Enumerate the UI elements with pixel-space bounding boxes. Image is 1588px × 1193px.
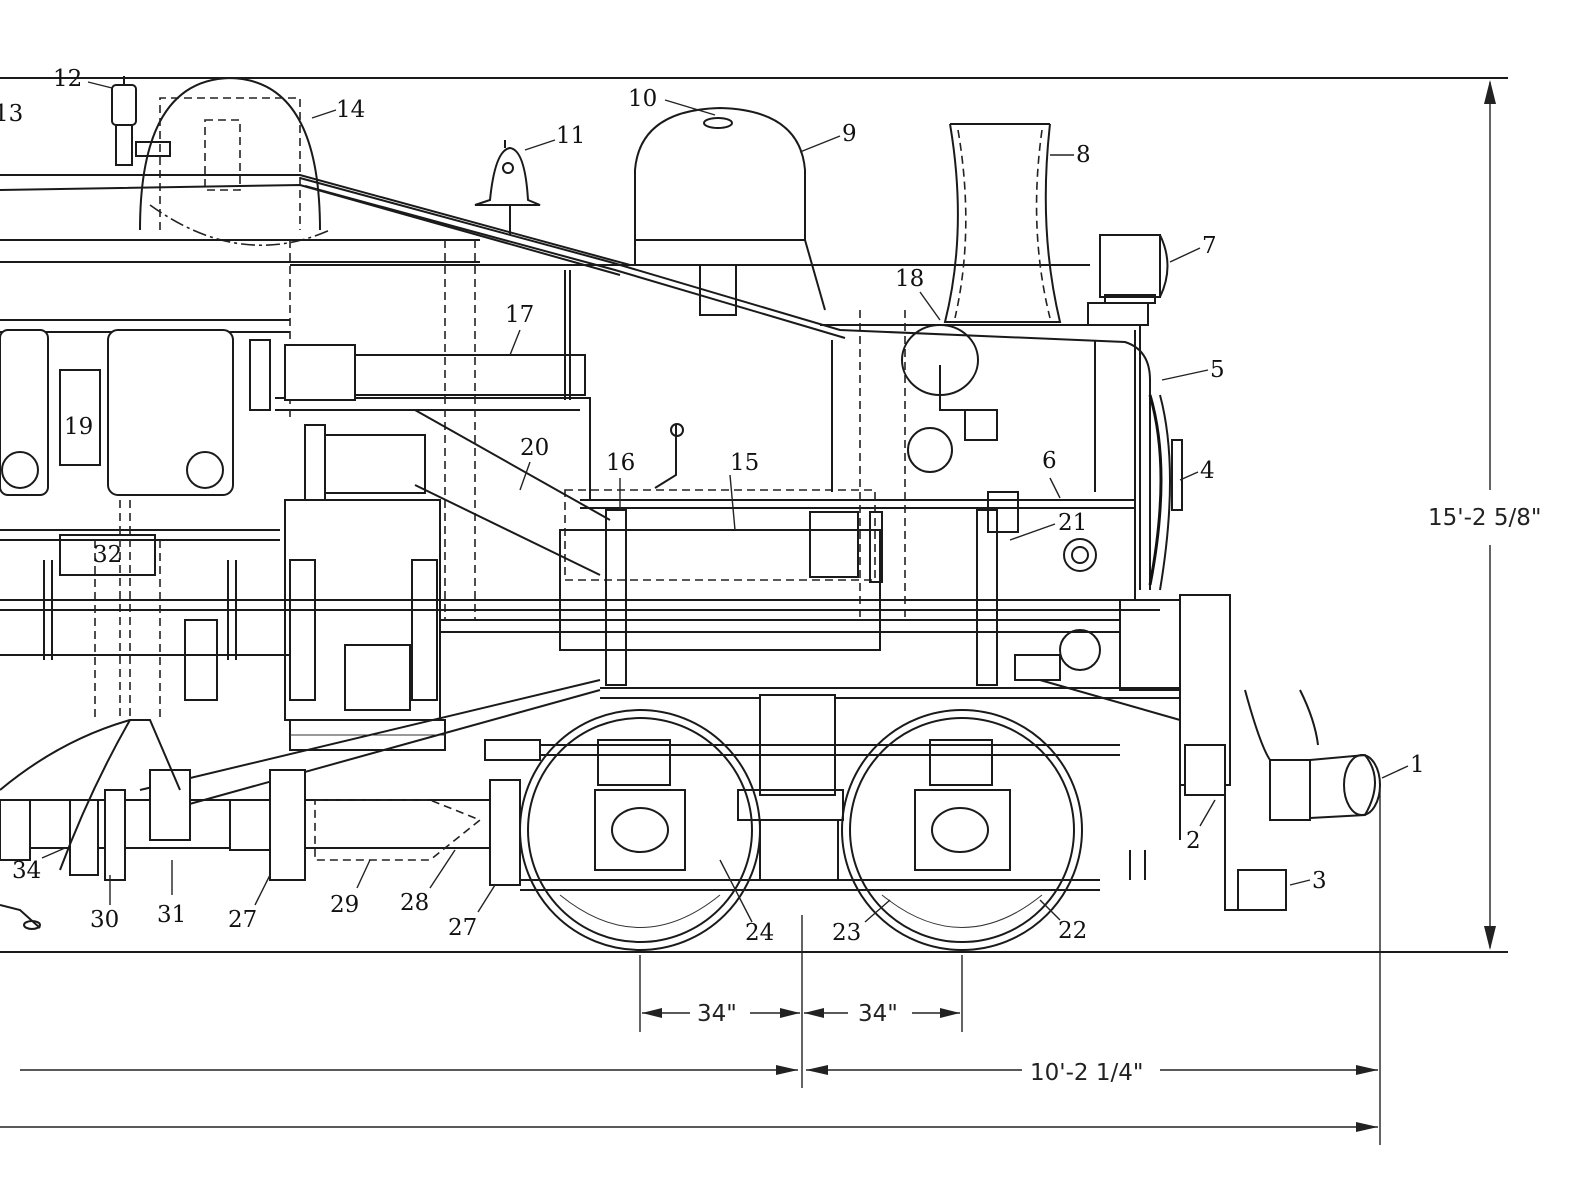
fittings — [605, 324, 1019, 686]
callout-8: 8 — [1076, 142, 1091, 168]
smokestack — [943, 123, 1062, 323]
exhaust-pipe — [304, 409, 611, 576]
callout-20: 20 — [520, 435, 549, 461]
callout-7: 7 — [1202, 233, 1217, 259]
callout-1: 1 — [1410, 752, 1425, 778]
callout-23: 23 — [832, 920, 861, 946]
callout-16: 16 — [606, 450, 635, 476]
height-dimension: 15'-2 5/8" — [1428, 80, 1541, 953]
brake-rigging — [0, 679, 601, 930]
pilot-truck — [1014, 538, 1381, 911]
callout-18: 18 — [895, 266, 924, 292]
locomotive-frame — [0, 500, 1180, 720]
overhang-dimension: 10'-2 1/4" — [0, 790, 1381, 1145]
callout-15: 15 — [730, 450, 759, 476]
callout-14: 14 — [336, 97, 365, 123]
callout-29: 29 — [330, 892, 359, 918]
front-overhang-label: 10'-2 1/4" — [1030, 1060, 1143, 1086]
callout-27b: 27 — [448, 915, 477, 941]
sand-dome — [139, 76, 331, 246]
headlight — [1087, 234, 1169, 326]
callout-leaders — [41, 81, 1409, 923]
callout-12: 12 — [53, 66, 82, 92]
smokebox — [1134, 330, 1183, 600]
boiler — [0, 174, 1151, 651]
callout-21: 21 — [1058, 510, 1087, 536]
frame-lines — [0, 77, 1508, 953]
axle-right-label: 34" — [858, 1001, 898, 1027]
callout-labels: 1 2 3 4 5 6 7 8 9 10 11 12 13 14 15 16 1… — [0, 66, 1425, 946]
callout-4: 4 — [1200, 458, 1215, 484]
driving-wheels — [484, 694, 1146, 951]
callout-17: 17 — [505, 302, 534, 328]
callout-10: 10 — [628, 86, 657, 112]
callout-11: 11 — [556, 123, 585, 149]
callout-24: 24 — [745, 920, 774, 946]
callout-5: 5 — [1210, 357, 1225, 383]
callout-9: 9 — [842, 121, 857, 147]
callout-30: 30 — [90, 907, 119, 933]
bell — [474, 140, 541, 235]
callout-3: 3 — [1312, 868, 1327, 894]
callout-28: 28 — [400, 890, 429, 916]
callout-31: 31 — [157, 902, 186, 928]
callout-22: 22 — [1058, 918, 1087, 944]
callout-19: 19 — [64, 414, 93, 440]
axle-left-label: 34" — [697, 1001, 737, 1027]
air-pumps — [0, 329, 586, 496]
callout-27a: 27 — [228, 907, 257, 933]
callout-13: 13 — [0, 101, 23, 127]
axle-spacing-dimension: 34" 34" — [639, 915, 963, 1088]
callout-2: 2 — [1186, 828, 1201, 854]
callout-6: 6 — [1042, 448, 1057, 474]
safety-valve — [111, 76, 171, 166]
steam-dome — [634, 106, 826, 311]
height-dimension-label: 15'-2 5/8" — [1428, 505, 1541, 531]
callout-32: 32 — [93, 542, 122, 568]
cylinder — [284, 499, 446, 751]
callout-34: 34 — [12, 858, 41, 884]
